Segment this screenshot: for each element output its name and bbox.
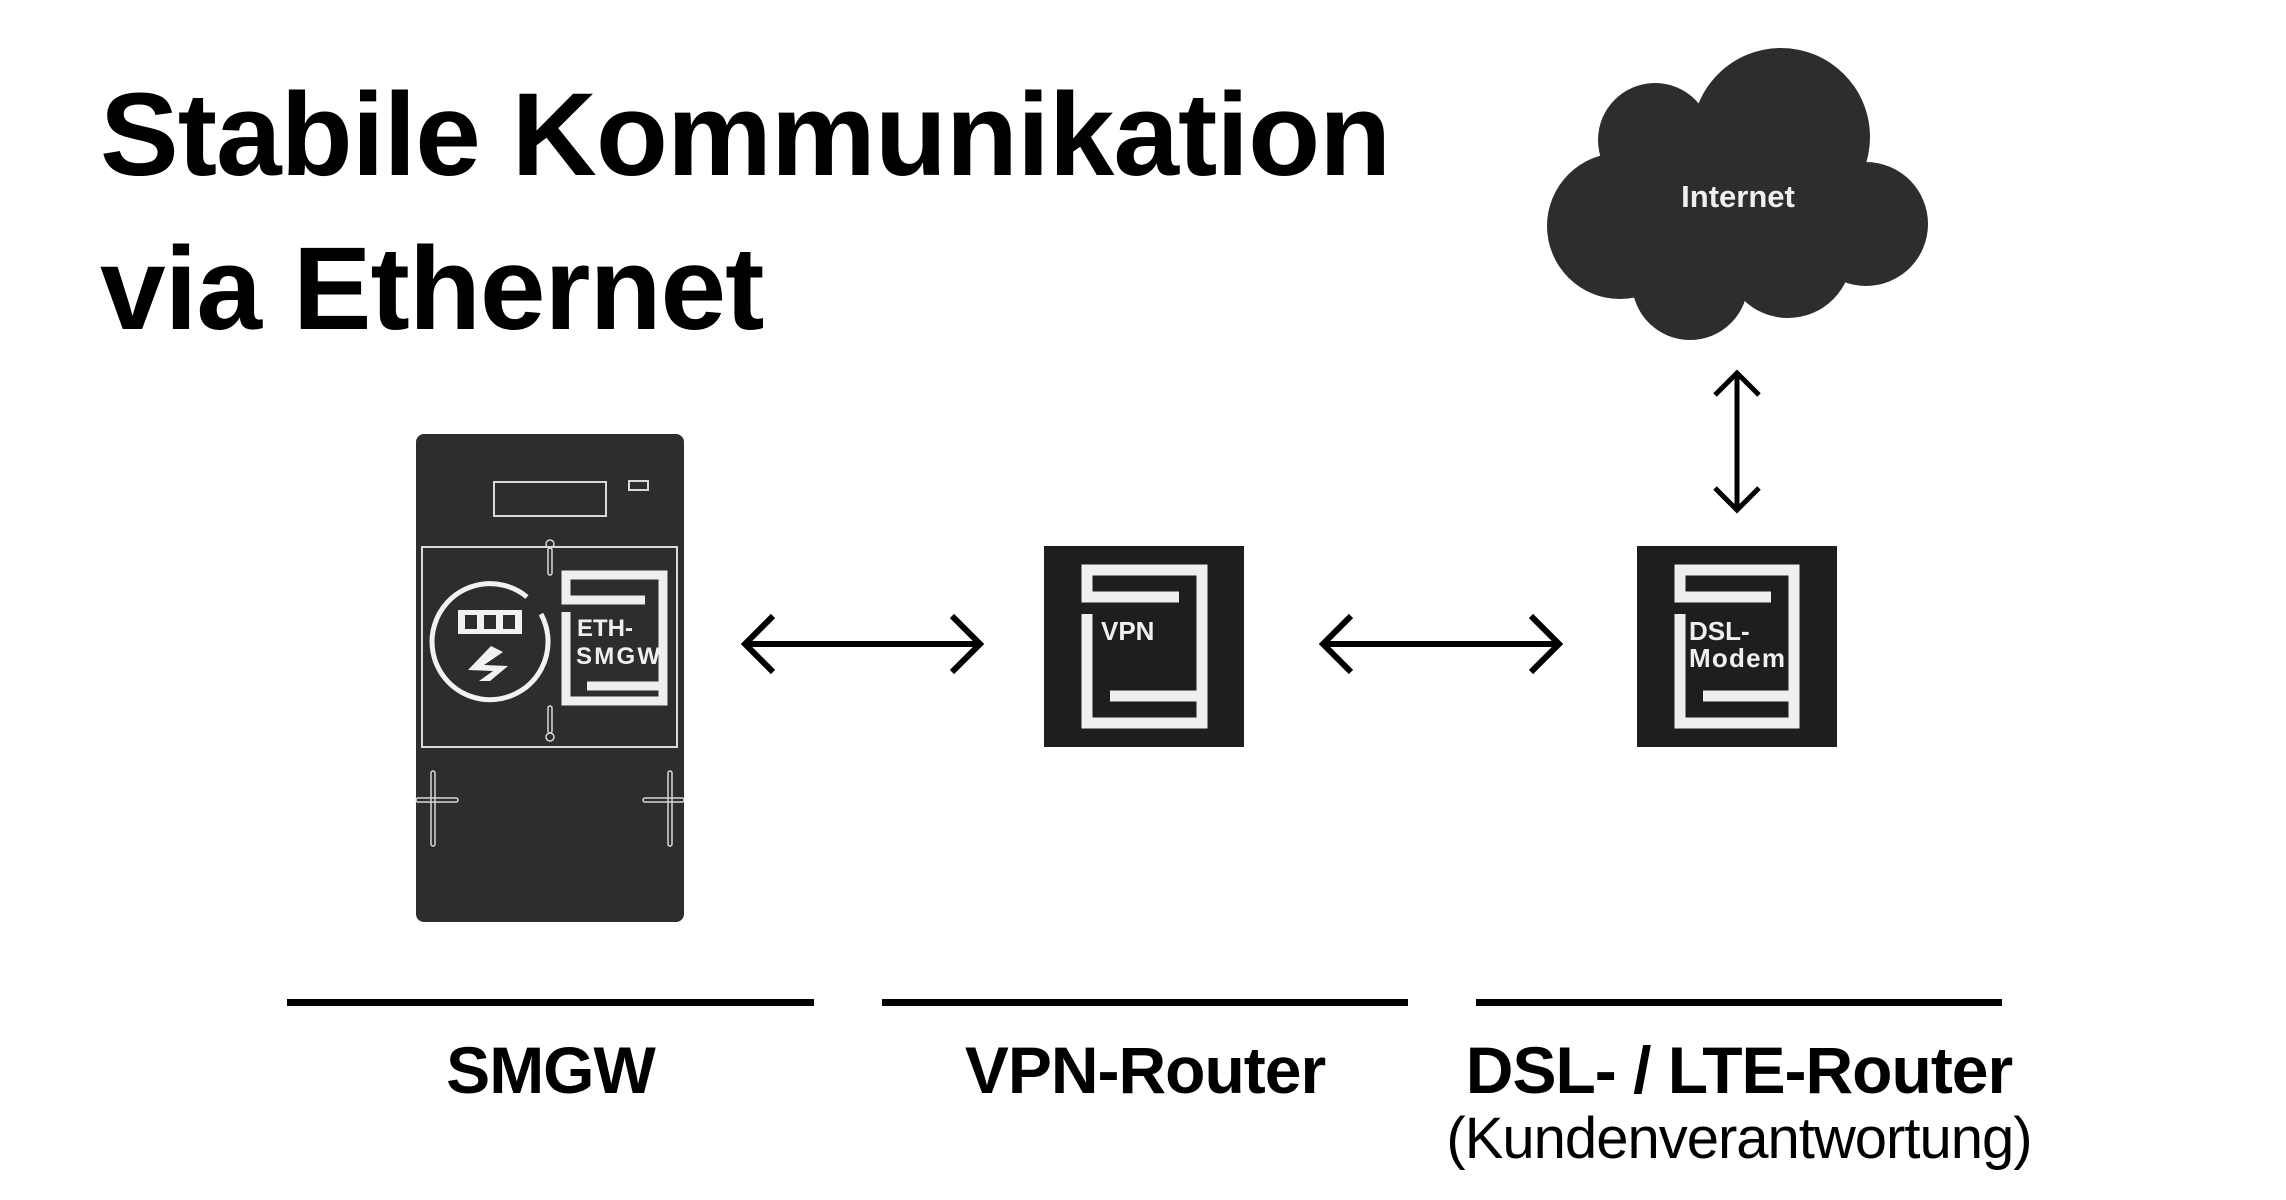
- dsl-caption-text: DSL- / LTE-Router: [1465, 1033, 2013, 1107]
- smgw-caption-rule: [287, 999, 814, 1006]
- cloud-icon: [1547, 48, 1928, 340]
- smgw-caption: SMGW: [287, 1032, 814, 1108]
- page-title: Stabile Kommunikation via Ethernet: [100, 58, 1391, 366]
- smgw-module-icon: [561, 570, 668, 706]
- keyhole-top-icon: [545, 539, 555, 576]
- dsl-caption-subtext: (Kundenverantwortung): [1446, 1106, 2032, 1171]
- smgw-led: [628, 480, 649, 491]
- lightning-icon: [468, 646, 508, 681]
- smgw-module-label-1: ETH-: [577, 615, 633, 642]
- dsl-module-label-1: DSL-: [1689, 616, 1750, 646]
- smgw-module-label-2: SMGW: [576, 643, 660, 670]
- dsl-device: DSL- Modem: [1637, 546, 1837, 747]
- vpn-caption-text: VPN-Router: [964, 1033, 1326, 1107]
- title-line-1: Stabile Kommunikation: [100, 69, 1391, 201]
- meter-icon: [429, 581, 551, 703]
- vpn-caption-rule: [882, 999, 1408, 1006]
- smgw-caption-text: SMGW: [446, 1033, 656, 1107]
- arrow-dsl-internet: [1713, 369, 1761, 514]
- cloud-label: Internet: [1681, 179, 1795, 214]
- screw-cross-left-icon: [415, 770, 459, 847]
- screw-cross-right-icon: [642, 770, 685, 847]
- arrow-vpn-dsl: [1318, 613, 1564, 675]
- smgw-inner-frame: [421, 546, 678, 748]
- keyhole-bottom-icon: [545, 705, 555, 742]
- vpn-caption: VPN-Router: [882, 1032, 1408, 1108]
- dsl-module-label-2: Modem: [1689, 643, 1785, 673]
- vpn-module-icon: [1081, 564, 1208, 729]
- title-line-2: via Ethernet: [100, 223, 764, 355]
- dsl-caption: DSL- / LTE-Router (Kundenverantwortung): [1376, 1032, 2102, 1170]
- smgw-device: ETH- SMGW: [415, 434, 685, 922]
- arrow-smgw-vpn: [740, 613, 985, 675]
- dsl-module-icon: [1674, 564, 1800, 729]
- dsl-caption-rule: [1476, 999, 2002, 1006]
- smgw-display: [493, 481, 607, 517]
- vpn-device: VPN: [1044, 546, 1244, 747]
- vpn-module-label: VPN: [1101, 616, 1154, 646]
